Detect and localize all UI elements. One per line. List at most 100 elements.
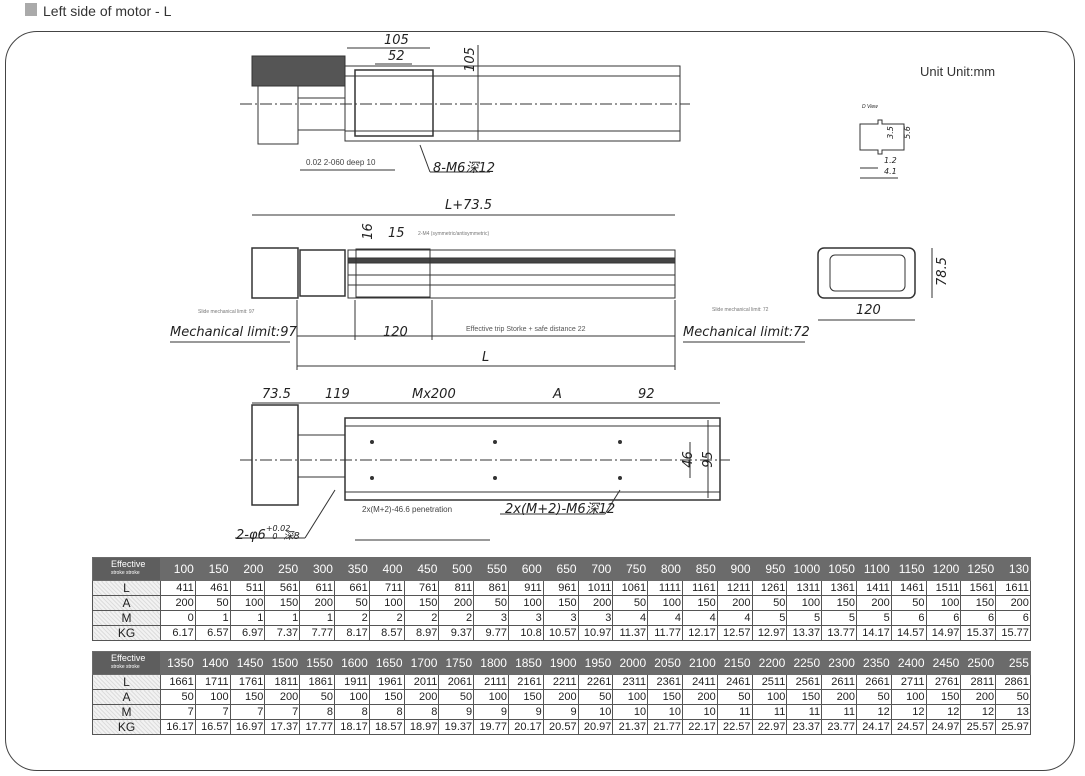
value-cell: 7	[229, 704, 266, 720]
penetration-note: 2x(M+2)-46.6 penetration	[362, 505, 453, 514]
value-cell: 100	[786, 595, 823, 611]
value-cell: 9	[438, 704, 475, 720]
value-cell: 9.77	[473, 625, 509, 641]
value-cell: 2411	[681, 674, 718, 690]
value-cell: 811	[438, 580, 475, 596]
stroke-cell: 2300	[821, 651, 857, 675]
value-cell: 15.37	[960, 625, 997, 641]
value-cell: 200	[855, 595, 892, 611]
value-cell: 18.57	[368, 719, 405, 735]
stroke-cell: 850	[681, 557, 718, 581]
value-cell: 100	[507, 595, 544, 611]
header-sublabel: stroke stroke	[111, 570, 140, 576]
value-cell: 6	[890, 610, 927, 626]
value-cell: 3	[577, 610, 614, 626]
value-cell: 12	[855, 704, 892, 720]
dim-46: 46	[680, 451, 696, 468]
dim-mx200: Mx200	[412, 387, 456, 402]
value-cell: 22.97	[751, 719, 788, 735]
value-cell: 17.37	[264, 719, 301, 735]
value-cell: 200	[160, 595, 196, 611]
value-cell: 200	[681, 689, 718, 705]
value-cell: 200	[960, 689, 997, 705]
value-cell: 3	[507, 610, 544, 626]
header-label: Effective	[111, 653, 146, 663]
effective-stroke-note: Effective trip Storke + safe distance 22	[466, 326, 586, 333]
stroke-cell: 250	[264, 557, 301, 581]
value-cell: 10	[612, 704, 649, 720]
value-cell: 10.97	[577, 625, 614, 641]
value-cell: 7	[194, 704, 231, 720]
end-view-width: 120	[856, 303, 881, 318]
value-cell: 2761	[925, 674, 962, 690]
value-cell: 25.97	[995, 719, 1031, 735]
value-cell: 2861	[995, 674, 1031, 690]
value-cell: 16.57	[194, 719, 231, 735]
row-label: M	[92, 610, 161, 626]
value-cell: 12	[890, 704, 927, 720]
value-cell: 2061	[438, 674, 475, 690]
value-cell: 9.37	[438, 625, 475, 641]
value-cell: 100	[333, 689, 370, 705]
value-cell: 150	[264, 595, 301, 611]
value-cell: 2311	[612, 674, 649, 690]
value-cell: 150	[507, 689, 544, 705]
value-cell: 50	[438, 689, 475, 705]
value-cell: 10	[647, 704, 683, 720]
side-view	[170, 214, 805, 370]
value-cell: 11	[821, 704, 857, 720]
value-cell: 2	[438, 610, 475, 626]
dim-119: 119	[325, 387, 350, 402]
value-cell: 5	[751, 610, 788, 626]
value-cell: 19.77	[473, 719, 509, 735]
stroke-cell: 1700	[403, 651, 440, 675]
pin-hole-tolerance: +0.02	[265, 524, 291, 533]
dim-16: 16	[360, 223, 376, 240]
value-cell: 150	[542, 595, 579, 611]
value-cell: 16.17	[160, 719, 196, 735]
value-cell: 100	[647, 595, 683, 611]
pin-hole-size: 2-φ6	[236, 528, 266, 543]
stroke-cell: 1350	[160, 651, 196, 675]
value-cell: 1111	[647, 580, 683, 596]
value-cell: 150	[229, 689, 266, 705]
value-cell: 1311	[786, 580, 823, 596]
value-cell: 5	[786, 610, 823, 626]
m4-note: 2-M4 (symmetric/antisymmetric)	[418, 231, 490, 237]
value-cell: 1511	[925, 580, 962, 596]
value-cell: 100	[751, 689, 788, 705]
stroke-cell: 1600	[333, 651, 370, 675]
value-cell: 24.97	[925, 719, 962, 735]
row-label: KG	[92, 625, 161, 641]
stroke-cell: 1900	[542, 651, 579, 675]
value-cell: 461	[194, 580, 231, 596]
header-label: Effective	[111, 559, 146, 569]
value-cell: 8.17	[333, 625, 370, 641]
pin-hole-tolerance-lower: 0	[272, 532, 278, 541]
value-cell: 8.97	[403, 625, 440, 641]
value-cell: 16.97	[229, 719, 266, 735]
value-cell: 150	[681, 595, 718, 611]
stroke-cell: 800	[647, 557, 683, 581]
stroke-cell: 600	[507, 557, 544, 581]
value-cell: 150	[821, 595, 857, 611]
value-cell: 1161	[681, 580, 718, 596]
value-cell: 10.8	[507, 625, 544, 641]
stroke-cell: 1850	[507, 651, 544, 675]
value-cell: 100	[890, 689, 927, 705]
value-cell: 6	[960, 610, 997, 626]
value-cell: 150	[786, 689, 823, 705]
stroke-cell: 750	[612, 557, 649, 581]
value-cell: 2711	[890, 674, 927, 690]
stroke-cell: 700	[577, 557, 614, 581]
value-cell: 1561	[960, 580, 997, 596]
d-view-dim-5-6: 5.6	[902, 126, 912, 139]
slide-limit-left: Slide mechanical limit: 97	[198, 309, 255, 315]
